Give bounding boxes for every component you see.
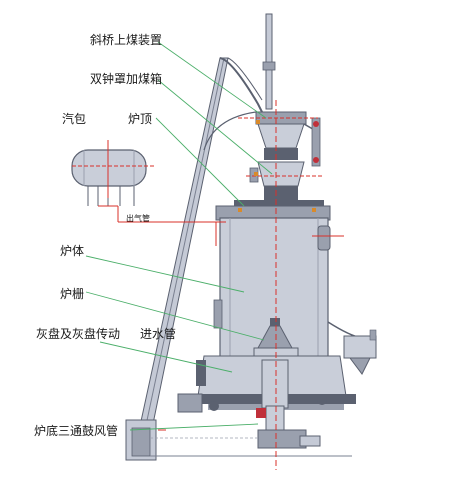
floor <box>150 437 352 457</box>
inclined-bridge <box>125 57 263 461</box>
leader-lines <box>85 41 273 431</box>
label-water-inlet-pipe: 进水管 <box>140 327 177 341</box>
label-furnace-body: 炉体 <box>60 244 85 258</box>
label-steam-drum: 汽包 <box>62 112 87 126</box>
label-bottom-tee-blast-pipe: 炉底三通鼓风管 <box>34 424 119 438</box>
steam-drum <box>71 149 147 206</box>
label-gas-outlet: 出气管 <box>126 214 150 223</box>
double-bell-hopper <box>249 111 321 200</box>
label-furnace-top: 炉顶 <box>128 112 153 126</box>
bottom-tee-blast-pipe <box>256 359 321 449</box>
label-double-bell-hopper: 双钟罩加煤箱 <box>90 72 163 86</box>
water-inlet-pipe <box>327 321 377 375</box>
furnace-top-plate <box>234 200 324 208</box>
accent-marks <box>238 120 316 212</box>
vent-stack <box>262 13 276 110</box>
label-ash-pan-drive: 灰盘及灰盘传动 <box>36 327 121 341</box>
label-grate: 炉栅 <box>60 287 85 301</box>
label-inclined-bridge-feeder: 斜桥上煤装置 <box>90 33 163 47</box>
piping-lines <box>72 100 344 470</box>
